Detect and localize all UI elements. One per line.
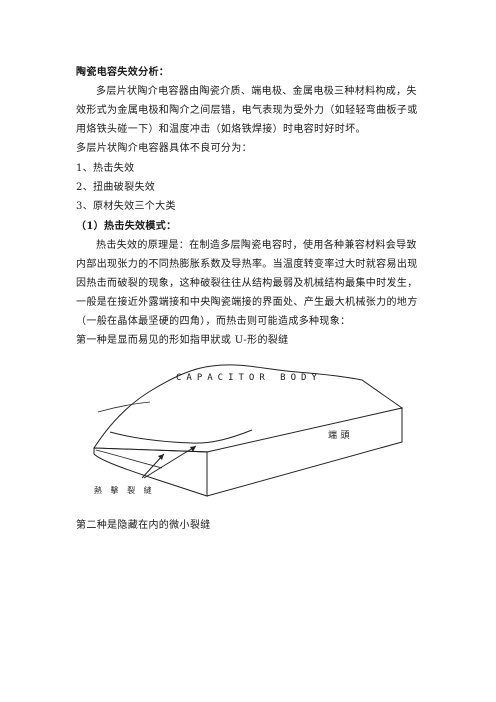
thermal-line-4: 一般是在接近外露端接和中央陶瓷端接的界面处、产生最大机械张力的地方 [76, 297, 418, 308]
thermal-line-5: （一般在晶体最坚硬的四角），而热击则可能造成多种现象： [76, 316, 351, 327]
crack-curve [109, 429, 253, 444]
subsection-title: （1）热击失效模式： [76, 221, 177, 232]
capacitor-crack-figure [93, 364, 404, 497]
crack-curve-outer [97, 401, 151, 413]
termination-label: 端 頭 [328, 431, 350, 441]
classification-item-1: 1、热击失效 [76, 163, 135, 174]
thermal-line-2: 内部出现张力的不同热膨胀系数及导热率。当温度转变率过大时就容易出现 [76, 259, 418, 270]
classification-lead: 多层片状陶介电容器具体不良可分为： [76, 143, 252, 154]
thermal-line-3: 因热击而破裂的现象，这种破裂往往从结构最弱及机械结构最集中时发生， [76, 278, 418, 289]
section-title: 陶瓷电容失效分析： [76, 67, 170, 78]
crack-side-line [95, 449, 163, 469]
intro-line-3: 用烙铁头碰一下）和温度冲击（如烙铁焊接）时电容时好时坏。 [76, 124, 366, 135]
capacitor-top-surface [93, 364, 404, 453]
classification-item-3: 3、原材失效三个大类 [76, 201, 176, 212]
thermal-line-1: 热击失效的原理是：在制造多层陶瓷电容时，使用各种兼容材料会导致 [96, 240, 417, 251]
intro-line-2: 效形式为金属电极和陶介之间层错，电气表现为受外力（如轻轻弯曲板子或 [76, 105, 418, 116]
crack-label: 熱 擊 裂 縫 [94, 486, 155, 495]
capacitor-front-left [93, 447, 208, 497]
failure-type-1: 第一种是显而易见的形如指甲狀或 U-形的裂缝 [76, 335, 289, 346]
failure-type-2: 第二种是隐藏在内的微小裂缝 [76, 520, 211, 531]
capacitor-body-label: CAPACITOR BODY [176, 373, 322, 383]
intro-line-1: 多层片状陶介电容器由陶瓷介质、端电极、金属电极三种材料构成，失 [96, 86, 417, 97]
classification-item-2: 2、扭曲破裂失效 [76, 182, 156, 193]
